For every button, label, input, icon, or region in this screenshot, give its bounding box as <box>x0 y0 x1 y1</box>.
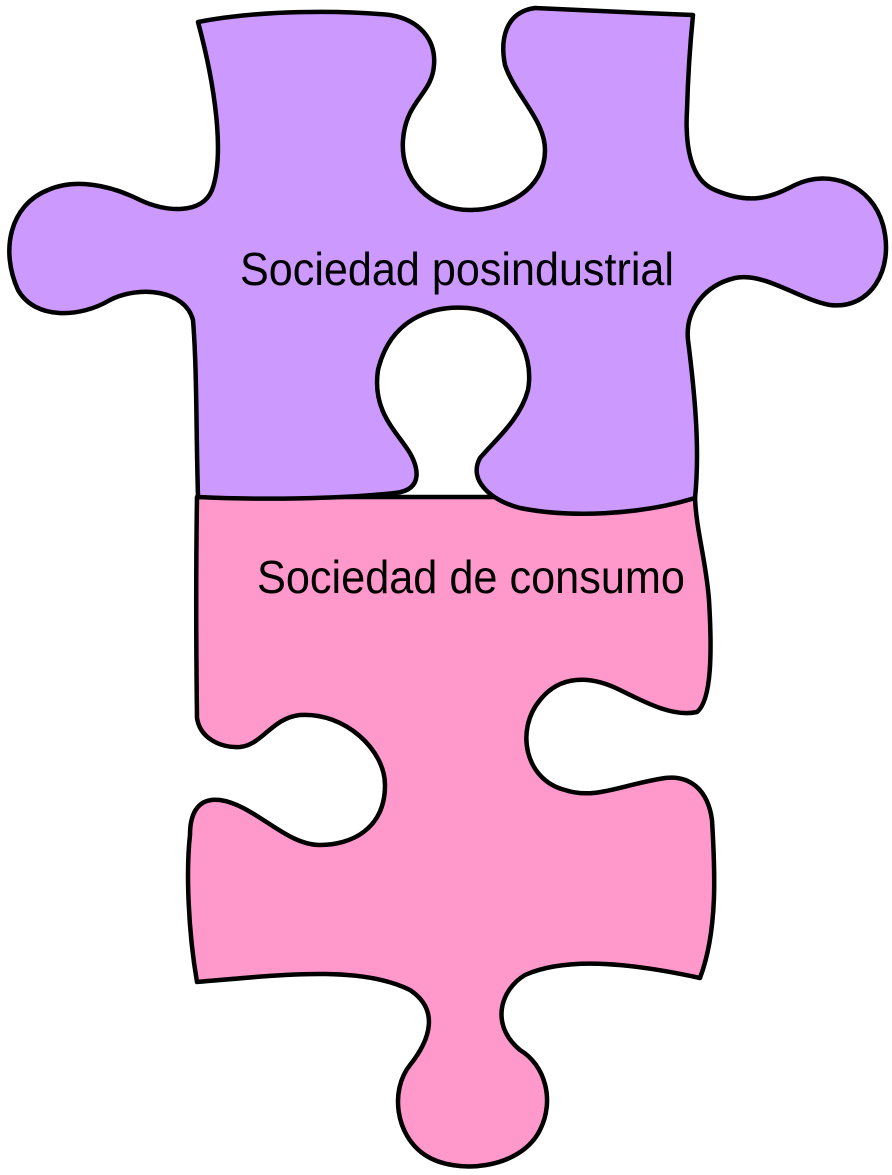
puzzle-piece-top <box>7 5 889 516</box>
puzzle-piece-bottom <box>185 494 717 1169</box>
label-sociedad-posindustrial: Sociedad posindustrial <box>240 243 674 295</box>
label-sociedad-de-consumo: Sociedad de consumo <box>257 551 685 603</box>
